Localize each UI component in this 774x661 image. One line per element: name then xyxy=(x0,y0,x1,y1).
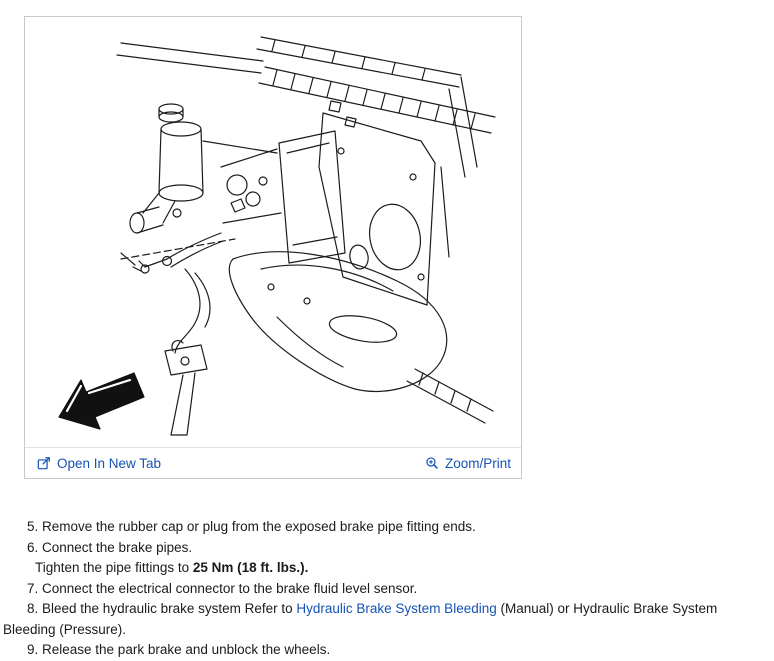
technical-diagram xyxy=(25,17,521,447)
viewer-toolbar: Open In New Tab Zoom/Print xyxy=(25,447,521,478)
instruction-steps: 5. Remove the rubber cap or plug from th… xyxy=(3,517,759,661)
torque-note-text: Tighten the pipe fittings to xyxy=(35,560,193,575)
hydraulic-brake-system-bleeding-link[interactable]: Hydraulic Brake System Bleeding xyxy=(296,601,497,616)
open-in-new-tab-link[interactable]: Open In New Tab xyxy=(37,456,161,471)
step-6-torque-note: Tighten the pipe fittings to 25 Nm (18 f… xyxy=(3,558,759,579)
open-in-new-tab-label: Open In New Tab xyxy=(57,455,162,471)
step-9: 9. Release the park brake and unblock th… xyxy=(27,642,331,657)
step-8-text-pre: 8. Bleed the hydraulic brake system Refe… xyxy=(27,601,297,616)
brake-system-line-art xyxy=(58,36,496,436)
zoom-print-label: Zoom/Print xyxy=(444,455,511,471)
step-8: 8. Bleed the hydraulic brake system Refe… xyxy=(3,599,759,640)
step-8-text-post-line2: Bleeding (Pressure). xyxy=(3,621,127,637)
diagram-viewer-panel: Open In New Tab Zoom/Print xyxy=(24,16,522,479)
torque-value: 25 Nm (18 ft. lbs.). xyxy=(192,560,309,575)
zoom-print-link[interactable]: Zoom/Print xyxy=(425,456,511,471)
zoom-in-icon xyxy=(425,456,439,470)
step-5: 5. Remove the rubber cap or plug from th… xyxy=(27,519,476,534)
step-8-text-post: (Manual) or Hydraulic Brake System xyxy=(496,601,718,616)
external-link-icon xyxy=(37,456,51,470)
step-6: 6. Connect the brake pipes. xyxy=(27,539,193,555)
step-7: 7. Connect the electrical connector to t… xyxy=(27,580,418,596)
